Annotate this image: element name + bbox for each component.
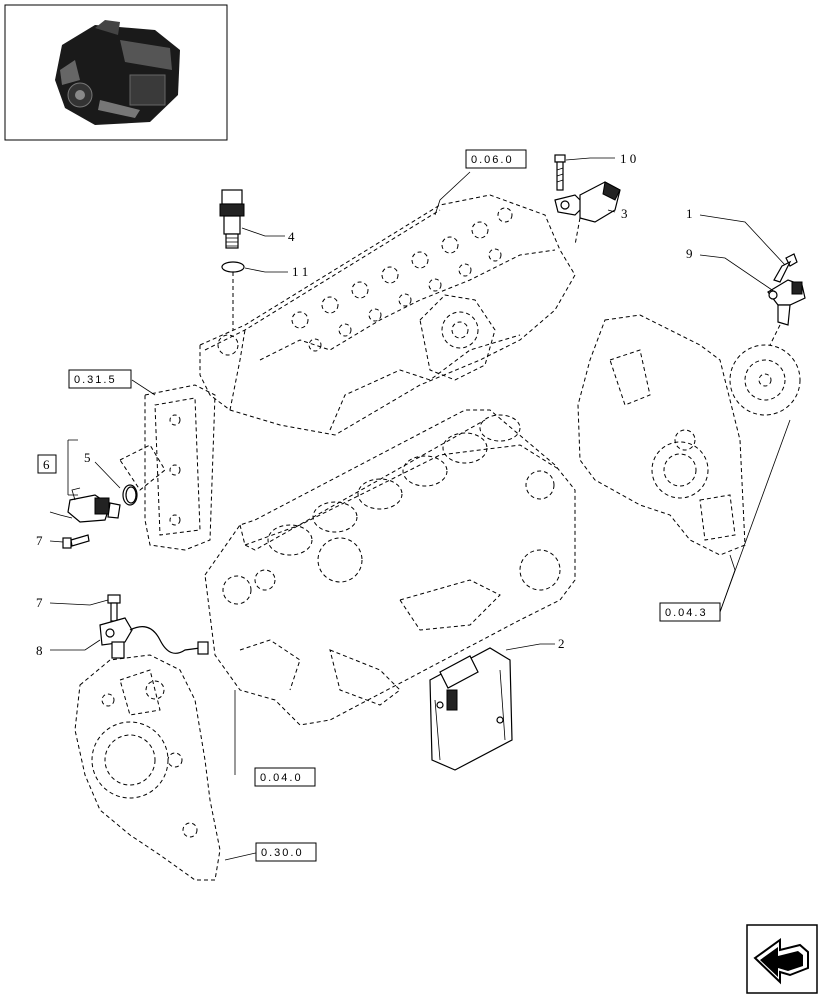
- callout-8: 8: [36, 643, 43, 658]
- ref-label-front-cover: 0.04.3: [665, 607, 708, 619]
- mounting-screw-1[interactable]: [773, 253, 798, 283]
- ref-label-flywheel-housing: 0.30.0: [261, 847, 304, 859]
- crankcase-outline: [204, 409, 576, 726]
- leader-lines: [49, 157, 791, 861]
- callout-4: 4: [288, 229, 295, 244]
- callout-1: 1: [686, 206, 693, 221]
- ref-label-crankcase: 0.04.0: [260, 772, 303, 784]
- callout-3: 3: [621, 206, 628, 221]
- ref-box-crankcase[interactable]: 0.04.0: [254, 767, 316, 787]
- ref-label-cylinder-head: 0.06.0: [471, 154, 514, 166]
- mounting-screw-7-upper[interactable]: [62, 534, 90, 549]
- mounting-screw-10[interactable]: [554, 154, 566, 191]
- boost-pressure-sensor[interactable]: [554, 181, 621, 246]
- callout-5: 5: [84, 450, 91, 465]
- ref-label-oil-cooler: 0.31.5: [74, 374, 117, 386]
- flywheel-housing-outline: [74, 654, 221, 881]
- flywheel-speed-sensor[interactable]: [99, 617, 209, 659]
- front-cover-outline: [577, 314, 801, 556]
- engine-thumbnail-icon: [4, 4, 228, 141]
- callout-10: 1 0: [620, 151, 636, 166]
- ref-box-flywheel-housing[interactable]: 0.30.0: [255, 842, 317, 862]
- cylinder-head-outline: [199, 194, 576, 436]
- speed-sensor-6[interactable]: [67, 487, 121, 523]
- mounting-screw-7-lower[interactable]: [107, 594, 121, 622]
- ref-box-cylinder-head[interactable]: 0.06.0: [465, 149, 527, 169]
- sensor-o-ring-5[interactable]: [125, 486, 137, 504]
- next-page-arrow-icon[interactable]: [746, 924, 818, 994]
- callout-6-box: 6: [37, 454, 57, 474]
- callout-11: 1 1: [292, 264, 308, 279]
- ref-box-front-cover[interactable]: 0.04.3: [659, 602, 721, 622]
- o-ring[interactable]: [221, 261, 245, 273]
- callout-2: 2: [558, 636, 565, 651]
- ref-box-oil-cooler[interactable]: 0.31.5: [68, 369, 132, 389]
- camshaft-speed-sensor[interactable]: [767, 279, 806, 326]
- oil-pressure-sensor[interactable]: [219, 189, 245, 249]
- oil-cooler-cover-outline: [119, 384, 216, 551]
- callout-6: 6: [43, 457, 50, 472]
- callout-7-lower: 7: [36, 595, 43, 610]
- engine-control-unit[interactable]: [429, 647, 513, 771]
- assembly-line-9: [769, 324, 781, 346]
- callout-7-upper: 7: [36, 533, 43, 548]
- callout-9: 9: [686, 246, 693, 261]
